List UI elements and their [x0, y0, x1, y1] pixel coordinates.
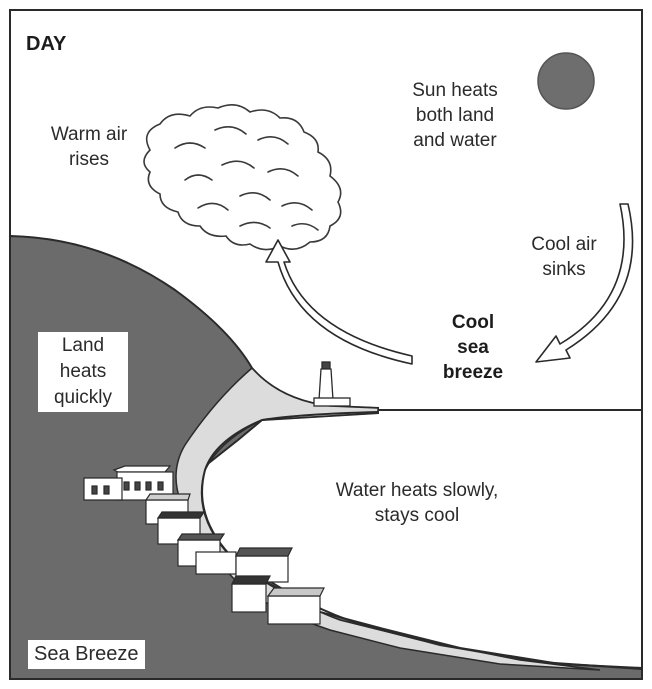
label-sun-heats: Sun heats both land and water [380, 78, 530, 153]
lighthouse-icon [313, 361, 351, 407]
label-warm-air-rises: Warm air rises [30, 122, 148, 172]
label-cool-sea-breeze: Cool sea breeze [430, 310, 516, 385]
arrow-icon [265, 239, 413, 365]
diagram-caption: Sea Breeze [28, 640, 145, 669]
label-land-heats-quickly: Land heats quickly [38, 332, 128, 412]
label-line: both land [415, 105, 495, 126]
cloud-icon [143, 104, 342, 251]
houses-icon [83, 465, 325, 625]
sun-icon [537, 52, 595, 110]
label-line: and water [413, 130, 497, 151]
label-line: Cool air [531, 234, 597, 255]
label-water-heats-slowly: Water heats slowly, stays cool [300, 478, 534, 528]
label-line: Warm air [50, 124, 128, 145]
label-line: sea [457, 337, 489, 358]
arrow-icon [535, 203, 634, 363]
label-line: breeze [442, 362, 504, 383]
label-line: rises [68, 149, 110, 170]
label-line: Cool [451, 312, 495, 333]
label-line: Sun heats [412, 80, 498, 101]
diagram-title: DAY [26, 33, 67, 55]
label-line: quickly [53, 387, 113, 408]
label-line: stays cool [374, 505, 460, 526]
label-line: heats [59, 361, 107, 382]
label-cool-air-sinks: Cool air sinks [512, 232, 616, 282]
label-line: Water heats slowly, [335, 480, 499, 501]
label-line: sinks [542, 259, 586, 280]
label-line: Land [61, 335, 105, 356]
